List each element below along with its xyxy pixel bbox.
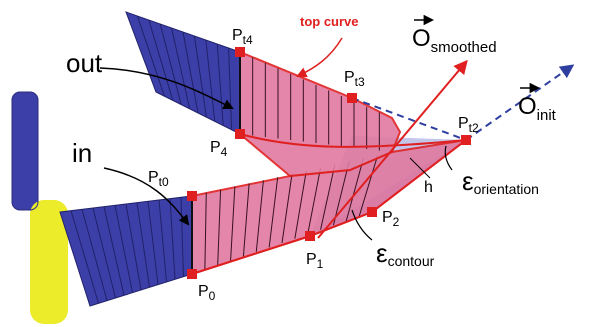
epsilon-orient-arc: [444, 145, 453, 171]
epsilon-contour-label: εcontour: [376, 238, 435, 269]
lower-blue-stripe: [180, 197, 184, 277]
stick: [11, 91, 68, 324]
lower-red-stripe: [242, 183, 250, 257]
lower-red-stripe: [345, 158, 364, 221]
svg-text:Oinit: Oinit: [518, 93, 557, 124]
point-p1: [305, 231, 315, 241]
epsilon-orientation-label: εorientation: [462, 166, 539, 197]
p0-label: P0: [198, 283, 216, 303]
lower-blue-patch: [59, 195, 193, 307]
upper-red-patch: [239, 50, 402, 178]
lower-blue-stripe: [125, 203, 142, 291]
upper-blue-stripe: [136, 15, 165, 97]
h-label: h: [424, 179, 433, 196]
point-pt0: [187, 191, 197, 201]
pt3-label: Pt3: [344, 69, 365, 89]
upper-red-stripes: [252, 57, 380, 151]
p2-label: P2: [382, 209, 400, 229]
control-points: [187, 47, 471, 279]
upper-red-surface: [239, 50, 402, 178]
lower-red-stripe: [307, 167, 322, 235]
point-p4: [235, 129, 245, 139]
point-p0: [187, 269, 197, 279]
stick-blue-part: [12, 92, 38, 210]
lower-blue-stripe: [136, 202, 150, 288]
upper-blue-stripe: [182, 31, 199, 114]
p4-pt2-curve: [239, 133, 467, 148]
lower-red-stripe: [204, 192, 207, 270]
pt2-label: Pt2: [458, 115, 479, 135]
lower-blue-stripe: [81, 209, 108, 301]
top-curve-label: top curve: [300, 14, 359, 29]
upper-blue-stripe: [193, 35, 207, 118]
point-pt3: [347, 93, 357, 103]
point-pt4: [235, 47, 245, 57]
lower-red-stripe: [294, 170, 307, 239]
o-smoothed-label: Osmoothed: [412, 14, 497, 56]
lower-red-stripe: [230, 186, 236, 261]
o-init-label: Oinit: [518, 82, 557, 124]
epsilon-contour-arc: [351, 209, 373, 241]
pt3-pt2-dashed: [351, 97, 467, 141]
p4-label: P4: [210, 139, 228, 159]
pt0-label: Pt0: [148, 169, 169, 189]
point-p2: [367, 207, 377, 217]
lower-blue-stripe: [92, 207, 116, 299]
lower-red-stripe: [320, 164, 336, 230]
out-arrow: [99, 67, 234, 109]
upper-blue-stripe: [228, 47, 233, 130]
in-label: in: [72, 138, 92, 168]
lower-blue-stripe: [103, 206, 125, 296]
upper-blue-stripe: [216, 43, 224, 126]
upper-blue-stripe: [159, 23, 182, 105]
upper-blue-surface: [125, 11, 241, 135]
lower-blue-surface: [59, 195, 193, 307]
upper-blue-stripe: [205, 39, 216, 122]
point-pt2: [461, 135, 471, 145]
out-label: out: [66, 48, 103, 78]
upper-blue-stripe: [171, 27, 191, 109]
o-smoothed-arrow: [317, 59, 468, 239]
stick-outline: [11, 91, 39, 211]
stick-yellow-part: [30, 200, 68, 324]
lower-red-stripe: [255, 180, 264, 252]
lower-blue-stripe: [70, 210, 99, 304]
upper-blue-stripes: [136, 15, 233, 130]
lower-red-stripes: [204, 154, 379, 270]
lower-blue-stripe: [158, 199, 167, 283]
top-curve-arrow: [296, 37, 343, 78]
in-arrow: [103, 167, 190, 226]
h-tick: [409, 157, 431, 179]
lower-red-stripe: [281, 173, 293, 244]
o-init-dashed-arrow: [465, 64, 575, 141]
lower-red-stripe: [332, 161, 350, 226]
contour-line: [191, 139, 467, 275]
lower-blue-stripe: [147, 201, 159, 285]
pt4-label: Pt4: [232, 27, 253, 47]
p1-label: P1: [306, 251, 324, 271]
lower-red-stripe: [358, 154, 379, 217]
upper-blue-stripe: [148, 19, 174, 101]
lower-blue-stripes: [70, 197, 184, 304]
lower-red-stripe: [268, 177, 279, 248]
lower-blue-stripe: [114, 205, 133, 293]
lower-red-stripe: [217, 189, 222, 266]
svg-text:Osmoothed: Osmoothed: [412, 25, 497, 56]
lower-blue-stripe: [169, 198, 176, 280]
